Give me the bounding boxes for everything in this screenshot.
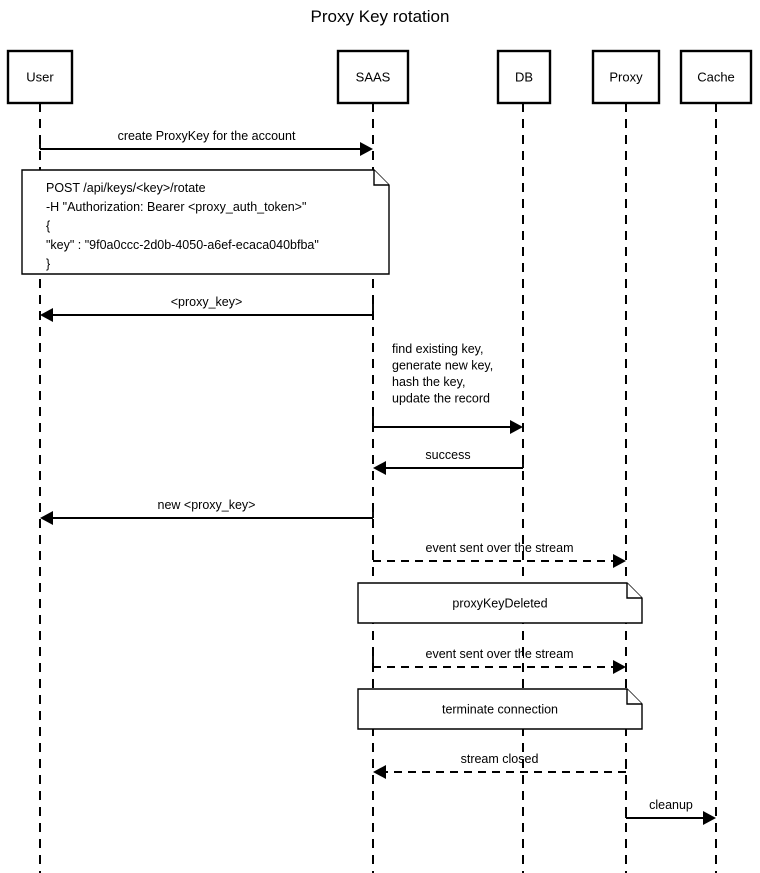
message-m2[interactable]: <proxy_key> [40, 295, 374, 322]
participant-box-cache [679, 49, 753, 105]
participant-label-proxy: Proxy [609, 70, 643, 85]
activity-label-line: find existing key, [392, 342, 483, 356]
arrow-head [613, 660, 626, 674]
note-proxy-key-deleted: proxyKeyDeleted [357, 582, 643, 624]
note-text-line: { [46, 219, 50, 233]
participants-layer: User SAAS DB Proxy Cache [6, 49, 753, 105]
participant-label-cache: Cache [697, 70, 735, 85]
message-m1[interactable]: create ProxyKey for the account [39, 129, 373, 156]
notes-layer: POST /api/keys/<key>/rotate -H "Authoriza… [21, 169, 643, 730]
activity-label-line: hash the key, [392, 375, 465, 389]
note-terminate-connection: terminate connection [357, 688, 643, 730]
arrow-head [373, 461, 386, 475]
message-label-m6: event sent over the stream [426, 541, 574, 555]
activity-label-saas_processing: find existing key, generate new key, hash … [392, 342, 493, 406]
note-fold-corner [626, 689, 642, 705]
message-label-m1: create ProxyKey for the account [118, 129, 296, 143]
message-m9[interactable]: cleanup [625, 798, 716, 825]
participant-proxy[interactable]: Proxy [591, 49, 661, 105]
message-label-m7: event sent over the stream [426, 647, 574, 661]
arrow-head [40, 511, 53, 525]
message-m7[interactable]: event sent over the stream [372, 647, 626, 674]
arrow-head [360, 142, 373, 156]
note-rotate-request: POST /api/keys/<key>/rotate -H "Authoriza… [21, 169, 390, 275]
participant-user[interactable]: User [6, 49, 74, 105]
participant-label-user: User [26, 70, 54, 85]
participant-box-db [496, 49, 552, 105]
message-m4[interactable]: success [373, 448, 524, 475]
arrow-head [703, 811, 716, 825]
message-m8[interactable]: stream closed [373, 752, 627, 779]
participant-label-db: DB [515, 70, 533, 85]
arrow-head [40, 308, 53, 322]
diagram-title: Proxy Key rotation [311, 7, 450, 26]
participant-cache[interactable]: Cache [679, 49, 753, 105]
message-label-m8: stream closed [461, 752, 539, 766]
note-fold-corner [626, 583, 642, 599]
note-body [21, 169, 390, 275]
activity-label-line: generate new key, [392, 359, 493, 373]
activity-label-line: update the record [392, 392, 490, 406]
message-m5[interactable]: new <proxy_key> [40, 498, 374, 525]
activity-label-layer: find existing key, generate new key, hash … [392, 342, 493, 406]
message-m3[interactable] [372, 416, 523, 434]
messages-layer: create ProxyKey for the account <proxy_ke… [39, 129, 716, 825]
participant-label-saas: SAAS [356, 70, 391, 85]
arrow-head [373, 765, 386, 779]
note-text-line: POST /api/keys/<key>/rotate [46, 181, 206, 195]
message-label-m9: cleanup [649, 798, 693, 812]
message-label-m5: new <proxy_key> [158, 498, 256, 512]
arrow-head [613, 554, 626, 568]
participant-box-user [6, 49, 74, 105]
message-m6[interactable]: event sent over the stream [372, 541, 626, 568]
note-text-line: } [46, 257, 50, 271]
message-label-m4: success [425, 448, 470, 462]
arrow-head [510, 420, 523, 434]
participant-saas[interactable]: SAAS [336, 49, 410, 105]
note-body [357, 688, 643, 730]
note-fold-corner [373, 170, 389, 186]
participant-box-proxy [591, 49, 661, 105]
participant-db[interactable]: DB [496, 49, 552, 105]
note-text-line: "key" : "9f0a0ccc-2d0b-4050-a6ef-ecaca04… [46, 238, 319, 252]
participant-box-saas [336, 49, 410, 105]
note-body [357, 582, 643, 624]
note-text: proxyKeyDeleted [452, 597, 547, 611]
message-label-m2: <proxy_key> [171, 295, 243, 309]
note-text: terminate connection [442, 703, 558, 717]
note-text-line: -H "Authorization: Bearer <proxy_auth_to… [46, 200, 306, 214]
